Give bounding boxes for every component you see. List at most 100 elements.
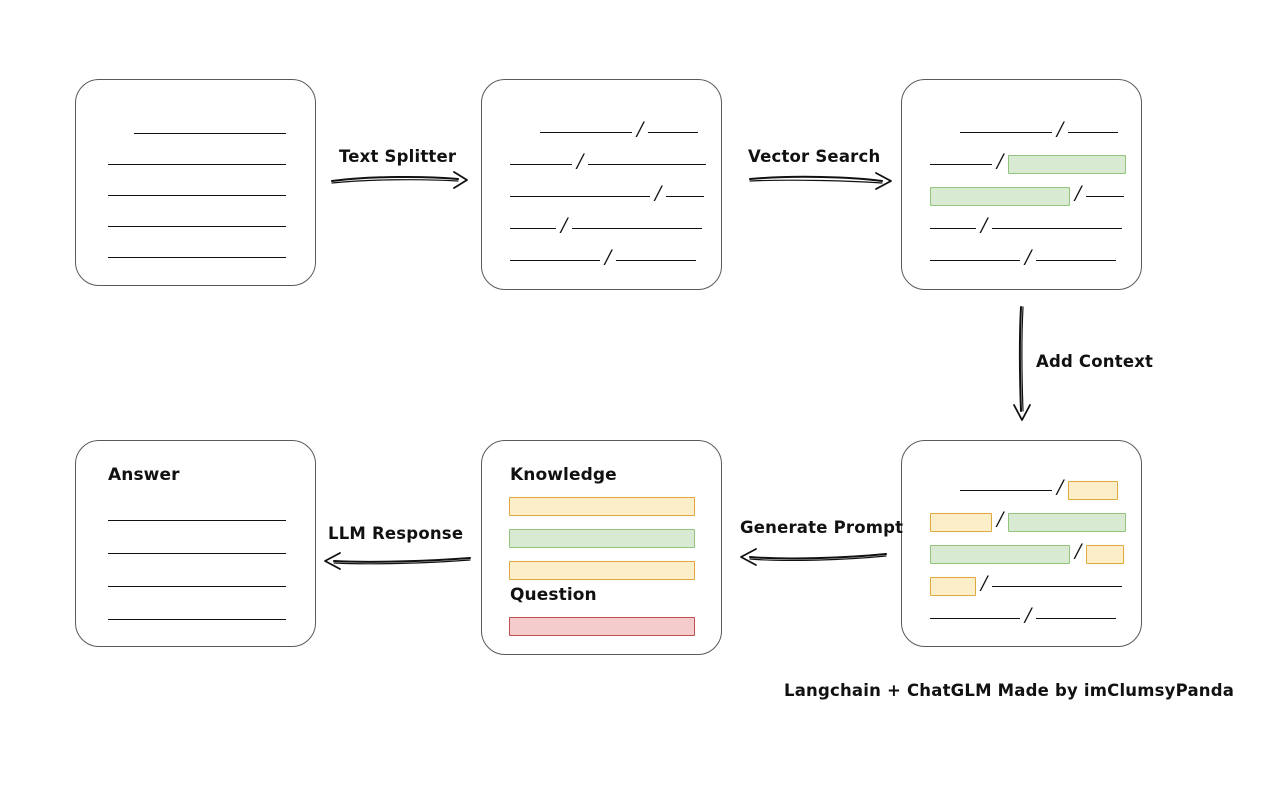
document-row (76, 509, 315, 531)
document-row: / (482, 117, 721, 143)
document-row: / (482, 181, 721, 207)
segment-separator-slash: / (605, 245, 612, 268)
answer-box[interactable]: Answer (75, 440, 316, 647)
highlighted-segment-yellow (1086, 544, 1125, 564)
text-line-segment (666, 195, 705, 197)
knowledge-bar-1 (509, 497, 695, 516)
segment-separator-slash: / (1025, 603, 1032, 626)
edge-text-splitter-label: Text Splitter (339, 147, 457, 166)
text-line-segment (616, 259, 697, 261)
edge-add-context-arrow (1013, 306, 1031, 421)
document-row: / (902, 603, 1141, 629)
prompt-box[interactable]: Knowledge Question (481, 440, 722, 655)
text-line-segment (510, 163, 572, 165)
text-line-segment (572, 227, 703, 229)
text-line-segment (510, 195, 650, 197)
text-line-segment (1036, 259, 1117, 261)
source-document-rows (76, 80, 315, 285)
segment-separator-slash: / (1057, 117, 1064, 140)
document-row (76, 608, 315, 630)
text-line-segment (108, 225, 286, 227)
text-line-segment (960, 131, 1052, 133)
segment-separator-slash: / (1025, 245, 1032, 268)
text-line-segment (1086, 195, 1125, 197)
text-line-segment (108, 618, 286, 620)
text-line-segment (510, 227, 556, 229)
text-line-segment (930, 227, 976, 229)
document-row: / (902, 539, 1141, 565)
text-line-segment (992, 585, 1123, 587)
question-label: Question (510, 585, 597, 605)
text-line-segment (1068, 131, 1119, 133)
source-document-box[interactable] (75, 79, 316, 286)
edge-llm-response-arrow (324, 552, 471, 570)
vector-matched-document-box[interactable]: / / / / / (901, 79, 1142, 290)
segment-separator-slash: / (1075, 181, 1082, 204)
document-row: / (482, 245, 721, 271)
vector-matched-document-rows: / / / / / (902, 80, 1141, 289)
segment-separator-slash: / (577, 149, 584, 172)
text-line-segment (510, 259, 600, 261)
text-line-segment (1036, 617, 1117, 619)
document-row: / (902, 213, 1141, 239)
edge-text-splitter-arrow (331, 171, 468, 189)
segment-separator-slash: / (637, 117, 644, 140)
document-row (76, 215, 315, 237)
edge-llm-response-label: LLM Response (328, 524, 464, 543)
highlighted-segment-green (1008, 512, 1127, 532)
text-line-segment (648, 131, 699, 133)
highlighted-segment-green (930, 186, 1070, 206)
edge-vector-search-label: Vector Search (748, 147, 881, 166)
text-line-segment (540, 131, 632, 133)
answer-label: Answer (108, 465, 180, 485)
segment-separator-slash: / (561, 213, 568, 236)
segment-separator-slash: / (1075, 539, 1082, 562)
document-row: / (902, 149, 1141, 175)
text-line-segment (960, 489, 1052, 491)
highlighted-segment-green (1008, 154, 1127, 174)
text-line-segment (108, 163, 286, 165)
segment-separator-slash: / (981, 213, 988, 236)
text-line-segment (930, 259, 1020, 261)
footer-credit: Langchain + ChatGLM Made by imClumsyPand… (784, 681, 1235, 700)
segment-separator-slash: / (997, 149, 1004, 172)
edge-vector-search-arrow (749, 172, 892, 190)
text-line-segment (588, 163, 707, 165)
highlighted-segment-yellow (930, 576, 976, 596)
highlighted-segment-yellow (1068, 480, 1119, 500)
document-row: / (902, 475, 1141, 501)
highlighted-segment-green (930, 544, 1070, 564)
document-row: / (902, 117, 1141, 143)
text-line-segment (992, 227, 1123, 229)
split-document-rows: / / / / / (482, 80, 721, 289)
document-row (76, 153, 315, 175)
knowledge-label: Knowledge (510, 465, 617, 485)
document-row (76, 184, 315, 206)
question-bar-1 (509, 617, 695, 636)
document-row: / (482, 149, 721, 175)
answer-rows (76, 441, 315, 646)
segment-separator-slash: / (1057, 475, 1064, 498)
edge-add-context-label: Add Context (1036, 352, 1154, 371)
document-row (76, 542, 315, 564)
document-row: / (902, 509, 1141, 533)
document-row: / (482, 213, 721, 239)
text-line-segment (134, 132, 286, 134)
segment-separator-slash: / (655, 181, 662, 204)
text-line-segment (108, 519, 286, 521)
text-line-segment (108, 552, 286, 554)
segment-separator-slash: / (981, 571, 988, 594)
knowledge-bar-3 (509, 561, 695, 580)
document-row (76, 575, 315, 597)
context-document-box[interactable]: / / / / / (901, 440, 1142, 647)
split-document-box[interactable]: / / / / / (481, 79, 722, 290)
document-row: / (902, 181, 1141, 207)
text-line-segment (930, 617, 1020, 619)
text-line-segment (108, 194, 286, 196)
text-line-segment (930, 163, 992, 165)
document-row: / (902, 245, 1141, 271)
edge-generate-prompt-arrow (740, 548, 887, 566)
text-line-segment (108, 256, 286, 258)
text-line-segment (108, 585, 286, 587)
